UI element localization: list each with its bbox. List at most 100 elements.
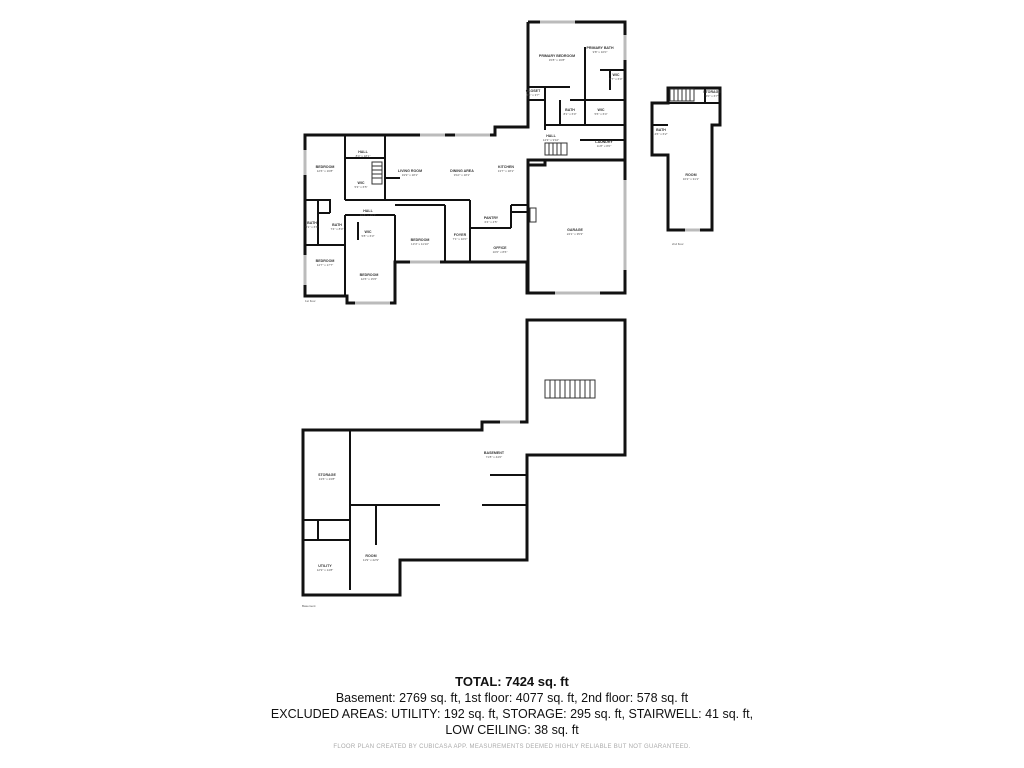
excluded-areas: EXCLUDED AREAS: UTILITY: 192 sq. ft, STO… (270, 707, 754, 721)
room-name: BEDROOM (316, 165, 335, 169)
basement-floor-label: Basement (302, 604, 316, 608)
room-name: BEDROOM (316, 259, 335, 263)
room-name: UTILITY (318, 564, 332, 568)
room-dimensions: 6'4" x 4'5" (484, 220, 497, 224)
room-dimensions: 11'9" x 22'9" (363, 558, 379, 562)
total-area: TOTAL: 7424 sq. ft (455, 674, 569, 689)
room-dimensions: 9'1" x 6'6" (305, 225, 318, 229)
room-name: ROOM (365, 554, 376, 558)
room-name: BATH (656, 128, 666, 132)
room-dimensions: 11'8" x 8'0" (597, 144, 612, 148)
room-dimensions: 9'10" x 18'1" (454, 173, 470, 177)
low-ceiling-area: LOW CEILING: 38 sq. ft (445, 723, 579, 737)
room-dimensions: 5'6" x 3'7" (526, 93, 539, 97)
room-name: WIC (613, 73, 620, 77)
basement-plan: Basement (301, 318, 627, 608)
room-name: WIC (598, 108, 605, 112)
room-dimensions: 10'0" x 8'6" (493, 250, 508, 254)
second-floor-plan: 2nd floor (650, 86, 722, 246)
room-dimensions: 5'0" x 6'7" (705, 94, 718, 98)
room-dimensions: 5'7" x 6'0" (609, 77, 622, 81)
room-name: BEDROOM (360, 273, 379, 277)
room-dimensions: 5'3" x 6'5" (354, 185, 367, 189)
room-name: PRIMARY BATH (586, 46, 613, 50)
room-dimensions: 15'8" x 16'8" (549, 58, 565, 62)
area-summary: TOTAL: 7424 sq. ft Basement: 2769 sq. ft… (0, 674, 1024, 750)
room-dimensions: 13'4" x 11'10" (411, 242, 429, 246)
room-dimensions: 5'8" x 6'3" (361, 234, 374, 238)
room-name: STORAGE (318, 473, 336, 477)
room-dimensions: 24'1" x 35'3" (567, 232, 583, 236)
room-dimensions: 12'6" x 16'8" (317, 169, 333, 173)
room-name: BATH (565, 108, 575, 112)
room-name: GARAGE (567, 228, 583, 232)
second-floor-label: 2nd floor (672, 242, 684, 246)
room-dimensions: 4'6" x 6'2" (654, 132, 667, 136)
floor-plan: 1st floor 2nd floor Basement PRIMARY BED… (301, 20, 722, 608)
room-name: PANTRY (484, 216, 499, 220)
room-dimensions: 14'7" x 17'7" (317, 263, 333, 267)
room-name: LAUNDRY (595, 140, 613, 144)
room-name: KITCHEN (498, 165, 514, 169)
room-name: BEDROOM (411, 238, 430, 242)
room-dimensions: 19'9" x 18'1" (402, 173, 418, 177)
room-dimensions: 12'9" x 14'8" (317, 568, 333, 572)
credit-note: FLOOR PLAN CREATED BY CUBICASA APP. MEAS… (333, 744, 691, 750)
room-dimensions: 16'8" x 15'7" (360, 213, 376, 217)
room-dimensions: 7'1" x 10'0" (453, 237, 468, 241)
room-name: DINING AREA (450, 169, 474, 173)
floor-areas: Basement: 2769 sq. ft, 1st floor: 4077 s… (335, 691, 689, 705)
room-dimensions: 8'1" x 6'0" (563, 112, 576, 116)
room-dimensions: 8'4" x 18'1" (356, 154, 371, 158)
room-name: ROOM (685, 173, 696, 177)
room-name: BASEMENT (484, 451, 505, 455)
first-floor-label: 1st floor (305, 299, 316, 303)
room-dimensions: 5'6" x 6'4" (594, 112, 607, 116)
room-dimensions: 71'8" x 44'0" (486, 455, 502, 459)
room-name: HALL (363, 209, 373, 213)
room-dimensions: 13'7" x 18'1" (498, 169, 514, 173)
room-name: STORAGE (703, 90, 721, 94)
room-dimensions: 7'4" x 8'0" (330, 227, 343, 231)
room-dimensions: 14'3" x 9'10" (543, 138, 559, 142)
room-name: OFFICE (493, 246, 507, 250)
room-name: BATH (332, 223, 342, 227)
room-name: FOYER (454, 233, 467, 237)
room-name: CLOSET (526, 89, 541, 93)
room-dimensions: 9'8" x 10'0" (593, 50, 608, 54)
room-name: BATH (307, 221, 317, 225)
first-floor-plan: 1st floor (303, 20, 627, 305)
room-dimensions: 16'2" x 31'1" (683, 177, 699, 181)
room-name: HALL (546, 134, 556, 138)
room-dimensions: 12'6" x 15'6" (361, 277, 377, 281)
room-dimensions: 13'6" x 23'8" (319, 477, 335, 481)
